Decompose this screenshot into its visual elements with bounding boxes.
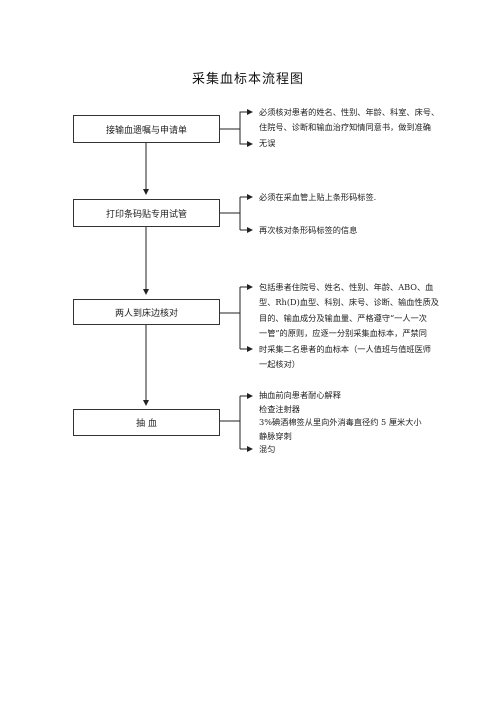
note-line: 必须在采血管上贴上条形码标签. (259, 192, 377, 202)
note-line: 静脉穿刺 (259, 430, 292, 441)
note-step4: 抽血前向患者耐心解释 检查注射器 3%碘酒棉签从里向外消毒直径约 5 厘米大小 … (259, 389, 422, 457)
note-step2-verify: 再次核对条形码标签的信息 (259, 223, 357, 238)
note-line: 抽血前向患者耐心解释 (259, 390, 341, 400)
step-box-print-barcode: 打印条码贴专用试管 (73, 199, 220, 227)
note-step2-label: 必须在采血管上贴上条形码标签. (259, 190, 376, 205)
note-line: 检查注射器 (259, 403, 300, 414)
note-line: 住院号、诊断和输血治疗知情同意书，做到准确 (259, 122, 431, 133)
step-box-draw-blood: 抽 血 (73, 409, 220, 436)
step-label: 打印条码贴专用试管 (105, 209, 187, 220)
note-line: 无误 (259, 137, 276, 148)
page-title: 采集血标本流程图 (191, 72, 304, 87)
step-label: 抽 血 (136, 419, 157, 429)
note-step3: 包括患者住院号、姓名、性别、年龄、ABO、血 型、Rh(D)血型、科别、床号、诊… (259, 280, 439, 372)
note-line: 3%碘酒棉签从里向外消毒直径约 5 厘米大小 (259, 417, 422, 427)
step-label: 两人到床边核对 (114, 308, 178, 319)
step-box-request: 接输血遗嘱与申请单 (73, 115, 220, 143)
note-line: 一管”的原则，应逐一分别采集血标本，严禁同 (259, 328, 427, 339)
note-line: 包括患者住院号、姓名、性别、年龄、ABO、血 (259, 282, 434, 292)
note-line: 混匀 (259, 444, 276, 454)
note-line: 型、Rh(D)血型、科别、床号、诊断、输血性质及 (259, 297, 439, 308)
note-line: 目的、输血成分及输血量、严格遵守“一人一次 (259, 312, 427, 323)
step-box-bedside-check: 两人到床边核对 (73, 299, 220, 325)
step-label: 接输血遗嘱与申请单 (105, 125, 187, 136)
note-step1: 必须核对患者的姓名、性别、年龄、科室、床号、 住院号、诊断和输血治疗知情同意书，… (259, 105, 439, 151)
note-line: 一起核对） (259, 359, 300, 370)
note-line: 时采集二名患者的血标本（一人值班与值班医师 (259, 343, 431, 354)
note-line: 必须核对患者的姓名、性别、年龄、科室、床号、 (259, 107, 440, 117)
note-line: 再次核对条形码标签的信息 (259, 225, 358, 235)
